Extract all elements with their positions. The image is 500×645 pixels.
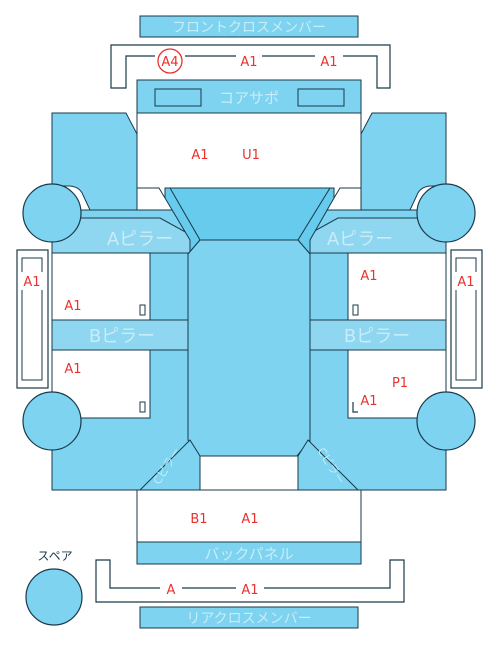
spare-label: スペア xyxy=(37,549,72,563)
front-left-fender[interactable] xyxy=(51,112,138,211)
front-cross-member-label-box[interactable] xyxy=(139,15,359,38)
front-right-fender[interactable] xyxy=(360,112,447,211)
door-handle-fr xyxy=(352,304,359,316)
damage-mark-left-rocker: A1 xyxy=(23,275,40,290)
rear-cross-member-label: リアクロスメンバー xyxy=(186,611,311,627)
damage-mark-trunk-1: B1 xyxy=(190,512,207,527)
rear-left-wheel[interactable] xyxy=(22,391,82,451)
a-pillar-right-label: Aピラー xyxy=(327,229,393,250)
trunk[interactable] xyxy=(136,489,362,543)
damage-mark-front-left-door: A1 xyxy=(64,299,81,314)
front-right-door[interactable] xyxy=(347,252,447,321)
damage-mark-right-rocker: A1 xyxy=(457,275,474,290)
damage-mark-rear-right-door-2: A1 xyxy=(360,394,377,409)
damage-mark-front-3: A1 xyxy=(320,55,337,70)
damage-mark-rear-left-door: A1 xyxy=(64,362,81,377)
damage-mark-front-1: A4 xyxy=(161,55,178,70)
rear-cross-member-label-box[interactable] xyxy=(139,606,359,629)
front-right-wheel[interactable] xyxy=(416,183,476,243)
front-cross-member-label: フロントクロスメンバー xyxy=(172,20,326,36)
damage-mark-rear-2: A1 xyxy=(241,583,258,598)
damage-mark-trunk-2: A1 xyxy=(241,512,258,527)
radiator-support-label: コアサポ xyxy=(219,89,279,107)
headlight-left xyxy=(154,88,202,107)
door-handle-fl xyxy=(139,304,146,316)
rear-right-wheel[interactable] xyxy=(416,391,476,451)
door-handle-rr xyxy=(352,402,358,413)
roof-panel[interactable] xyxy=(187,239,311,457)
damage-mark-hood-2: U1 xyxy=(242,148,260,163)
back-panel[interactable] xyxy=(136,541,362,565)
front-left-wheel[interactable] xyxy=(22,183,82,243)
damage-mark-rear-1: A xyxy=(167,583,176,598)
back-panel-label: バックパネル xyxy=(204,545,293,563)
spare-tire[interactable] xyxy=(25,568,83,626)
b-pillar-right-label: Bピラー xyxy=(344,326,410,347)
a-pillar-left-label: Aピラー xyxy=(107,229,173,250)
damage-mark-hood-1: A1 xyxy=(191,148,208,163)
damage-mark-circle xyxy=(157,48,183,74)
front-left-door[interactable] xyxy=(51,252,151,321)
headlight-right xyxy=(297,88,345,107)
damage-mark-rear-right-door-1: P1 xyxy=(392,376,408,391)
damage-mark-front-right-door: A1 xyxy=(360,269,377,284)
b-pillar-left-label: Bピラー xyxy=(89,326,155,347)
b-pillar-left-shape[interactable] xyxy=(51,319,193,351)
damage-mark-front-2: A1 xyxy=(240,55,257,70)
b-pillar-right-shape[interactable] xyxy=(307,319,447,351)
door-handle-rl xyxy=(139,401,146,413)
